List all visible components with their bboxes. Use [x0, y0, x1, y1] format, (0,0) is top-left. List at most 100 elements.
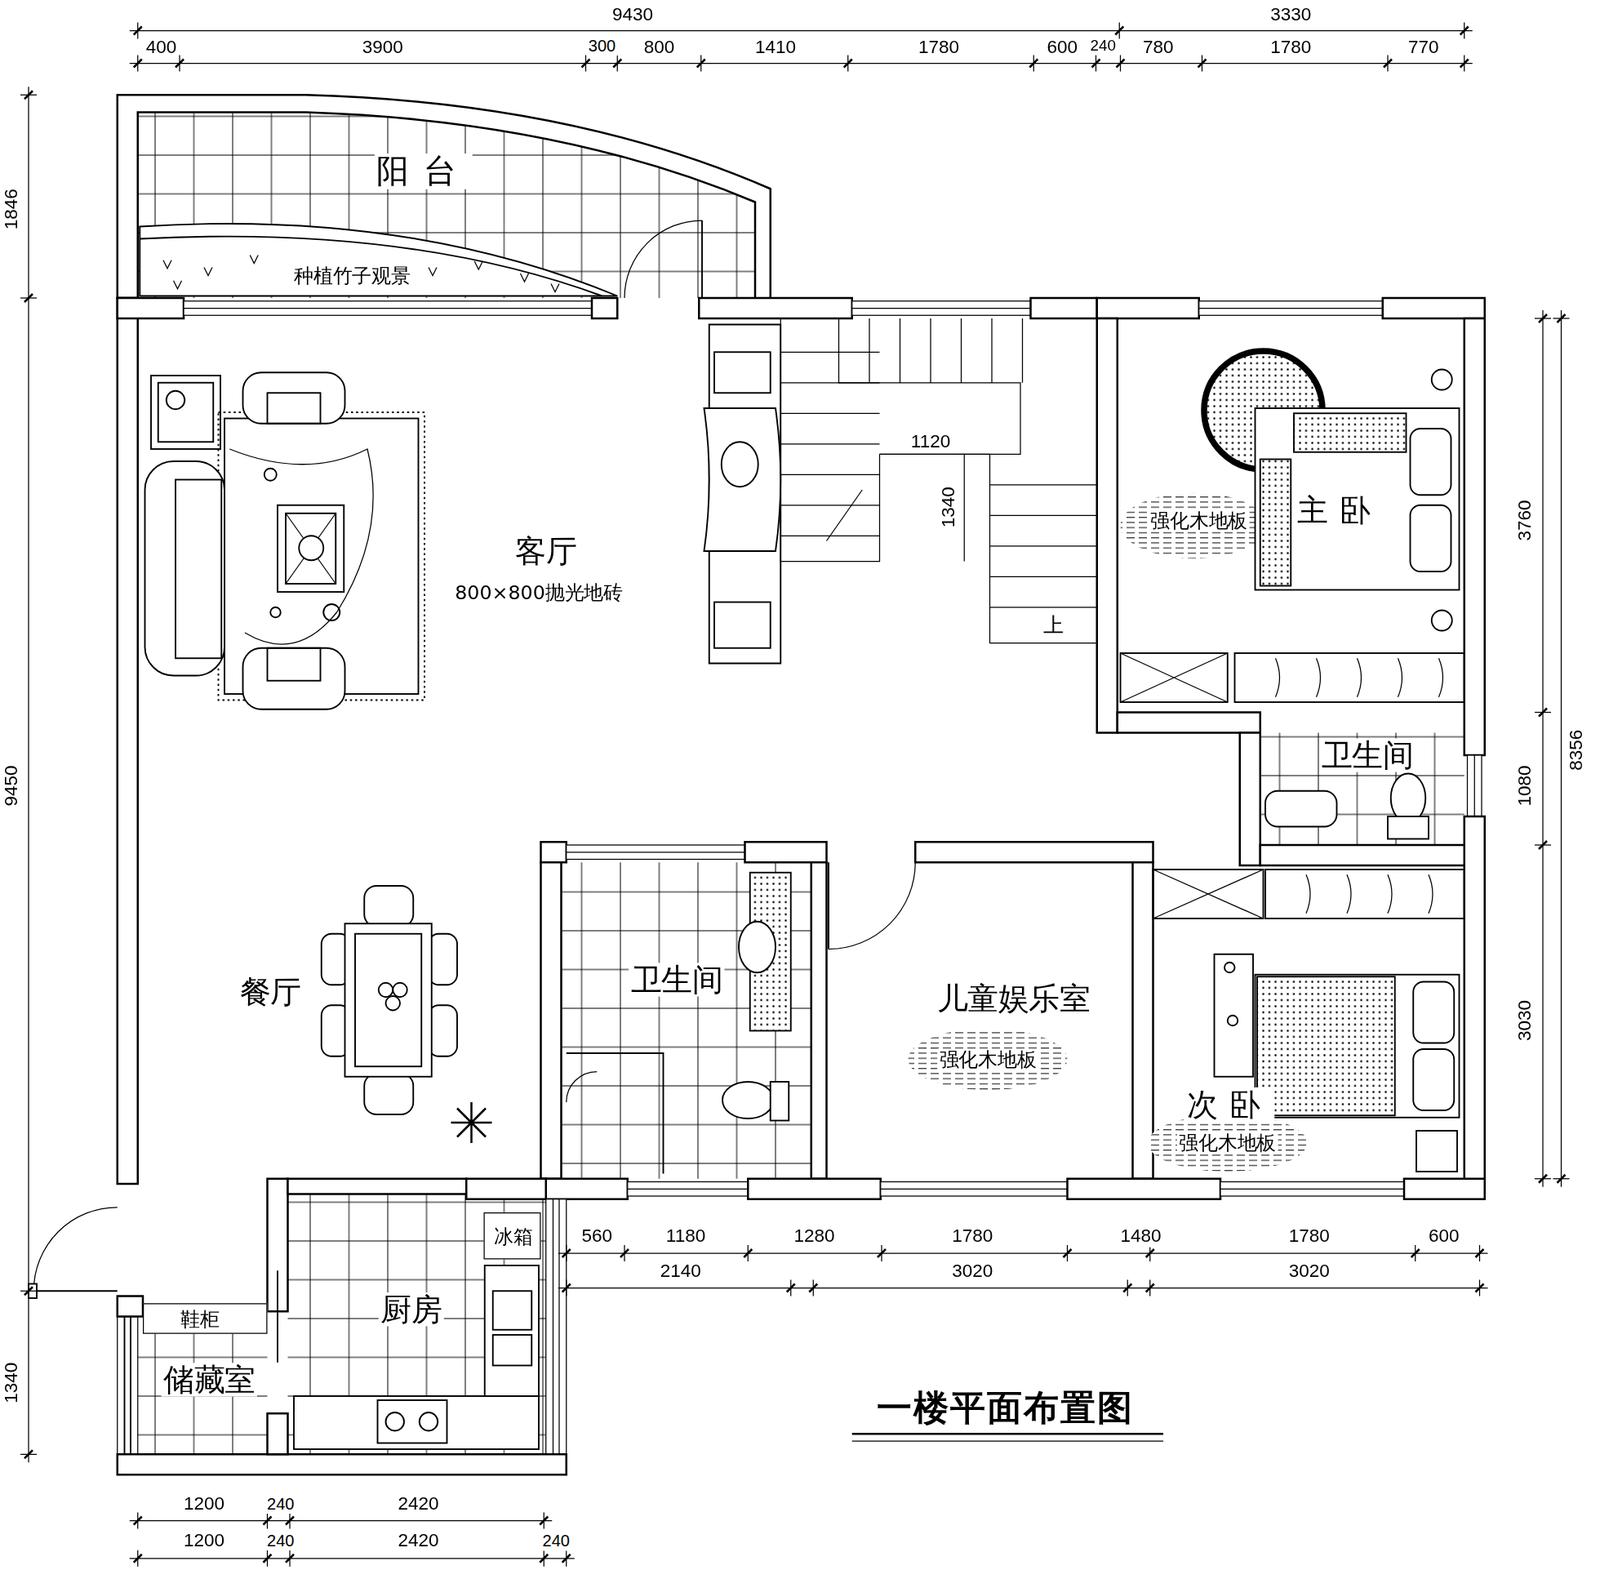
- room-name: 客厅: [513, 533, 579, 568]
- room-name: 阳台: [374, 153, 473, 190]
- dimension-line: [129, 1557, 575, 1559]
- dimension-label: 2420: [396, 1530, 440, 1552]
- dimension-line: [1383, 59, 1392, 68]
- room-name: 鞋柜: [178, 1308, 223, 1330]
- dimension-label: 1280: [792, 1226, 836, 1248]
- dimension-label: 3900: [360, 37, 405, 58]
- dimension-line: [844, 59, 853, 68]
- dimension-label: 3020: [1287, 1261, 1331, 1282]
- dimension-line: [24, 1286, 33, 1295]
- dimension-line: [1198, 59, 1207, 68]
- dimension-line: [562, 1554, 571, 1563]
- dimension-line: [1542, 310, 1543, 1187]
- dimension-label: 1780: [1287, 1226, 1331, 1248]
- drawing-title: 一楼平面布置图: [876, 1389, 1134, 1428]
- room-name: 厨房: [378, 1292, 445, 1326]
- dimension-label: 8356: [1566, 728, 1587, 772]
- dimension-label: 2140: [658, 1261, 703, 1282]
- dimension-label: 300: [587, 36, 618, 55]
- room-area: 厨房 冰箱: [288, 1194, 547, 1455]
- dimension-label: 770: [1407, 37, 1440, 58]
- dimension-line: [1538, 840, 1547, 849]
- room-area: 儿童娱乐室强化木地板: [828, 862, 1134, 1179]
- dimension-line: [129, 62, 1473, 64]
- dimension-line: [539, 1516, 548, 1525]
- dimension-line: [133, 1516, 143, 1525]
- dimension-label: 3330: [1269, 4, 1313, 26]
- dimension-line: [562, 1248, 571, 1258]
- room-area: 阳台种植竹子观景: [137, 112, 756, 297]
- dimension-line: [133, 1554, 143, 1563]
- room-name: 卫生间: [628, 962, 725, 996]
- dimension-line: [129, 30, 1473, 32]
- room-area: 餐厅: [137, 847, 542, 1179]
- dimension-line: [582, 59, 591, 68]
- dimension-label: 9450: [2, 764, 23, 808]
- dimension-line: [27, 86, 29, 1463]
- dimension-line: [1538, 314, 1547, 323]
- dimension-line: [1411, 1248, 1420, 1258]
- dimension-line: [562, 1284, 571, 1293]
- dimension-label: 1120: [910, 431, 952, 453]
- dimension-line: [285, 1554, 294, 1563]
- dimension-line: [1538, 708, 1547, 717]
- dimension-line: [1460, 26, 1469, 36]
- dimension-label: 1780: [951, 1226, 995, 1248]
- dimension-line: [263, 1554, 272, 1563]
- dimension-line: [1123, 1284, 1132, 1293]
- dimension-line: [808, 1284, 818, 1293]
- dimension-line: [539, 1554, 548, 1563]
- dimension-label: 2420: [396, 1493, 440, 1515]
- room-area: 种植竹子观景: [142, 244, 592, 297]
- dimension-label: 1340: [2, 1360, 23, 1405]
- dimension-line: [24, 293, 33, 303]
- dimension-line: [786, 1284, 796, 1293]
- dimension-label: 1340: [938, 485, 960, 529]
- dimension-line: [558, 1252, 1489, 1254]
- dimension-line: [1063, 1248, 1072, 1258]
- room-name: 储藏室: [161, 1362, 258, 1396]
- dimension-label: 1780: [1269, 37, 1313, 58]
- dimension-label: 240: [1088, 37, 1117, 55]
- room-name: 餐厅: [237, 974, 303, 1009]
- dimension-line: [1116, 59, 1125, 68]
- dimension-label: 240: [266, 1532, 296, 1551]
- room-name: 卫生间: [1319, 737, 1416, 772]
- dimension-line: [613, 59, 622, 68]
- furniture-box: 冰箱: [484, 1212, 542, 1260]
- room-area: 次卧强化木地板: [1153, 865, 1465, 1179]
- dimension-label: 600: [1427, 1226, 1461, 1248]
- furniture-box: 鞋柜: [142, 1302, 268, 1334]
- dimension-label: 1200: [182, 1530, 227, 1552]
- dimension-label: 1480: [1119, 1226, 1163, 1248]
- dimension-label: 240: [541, 1532, 571, 1551]
- dimension-line: [1115, 26, 1124, 36]
- dimension-line: [697, 59, 706, 68]
- room-area: 储藏室 鞋柜: [137, 1296, 268, 1455]
- room-name: 冰箱: [492, 1226, 536, 1248]
- dimension-line: [1092, 59, 1101, 68]
- dimension-line: [1557, 1174, 1566, 1183]
- dimension-label: 800: [642, 37, 676, 58]
- dimension-label: 9430: [611, 4, 655, 26]
- dimension-label: 3760: [1515, 498, 1536, 543]
- dimension-label: 1080: [1515, 764, 1536, 808]
- dimension-line: [1146, 1284, 1155, 1293]
- dimension-label: 3030: [1515, 999, 1536, 1043]
- dimension-line: [620, 1248, 629, 1258]
- dimension-label: 1180: [665, 1226, 707, 1248]
- dimension-line: [1029, 59, 1038, 68]
- dimension-label: 1780: [917, 37, 961, 58]
- dimension-label: 560: [580, 1226, 614, 1248]
- room-area: 卫生间: [561, 862, 812, 1179]
- dimension-line: [24, 1449, 33, 1458]
- room-area: 卫生间: [1260, 733, 1465, 846]
- dimension-line: [1146, 1248, 1155, 1258]
- floor-note: 强化木地板: [937, 1048, 1039, 1070]
- dimension-label: 上: [1041, 613, 1065, 636]
- dimension-label: 1410: [754, 37, 798, 58]
- dimension-line: [1475, 1284, 1485, 1293]
- room-name: 次卧: [1184, 1087, 1275, 1121]
- dimension-label: 600: [1045, 37, 1079, 58]
